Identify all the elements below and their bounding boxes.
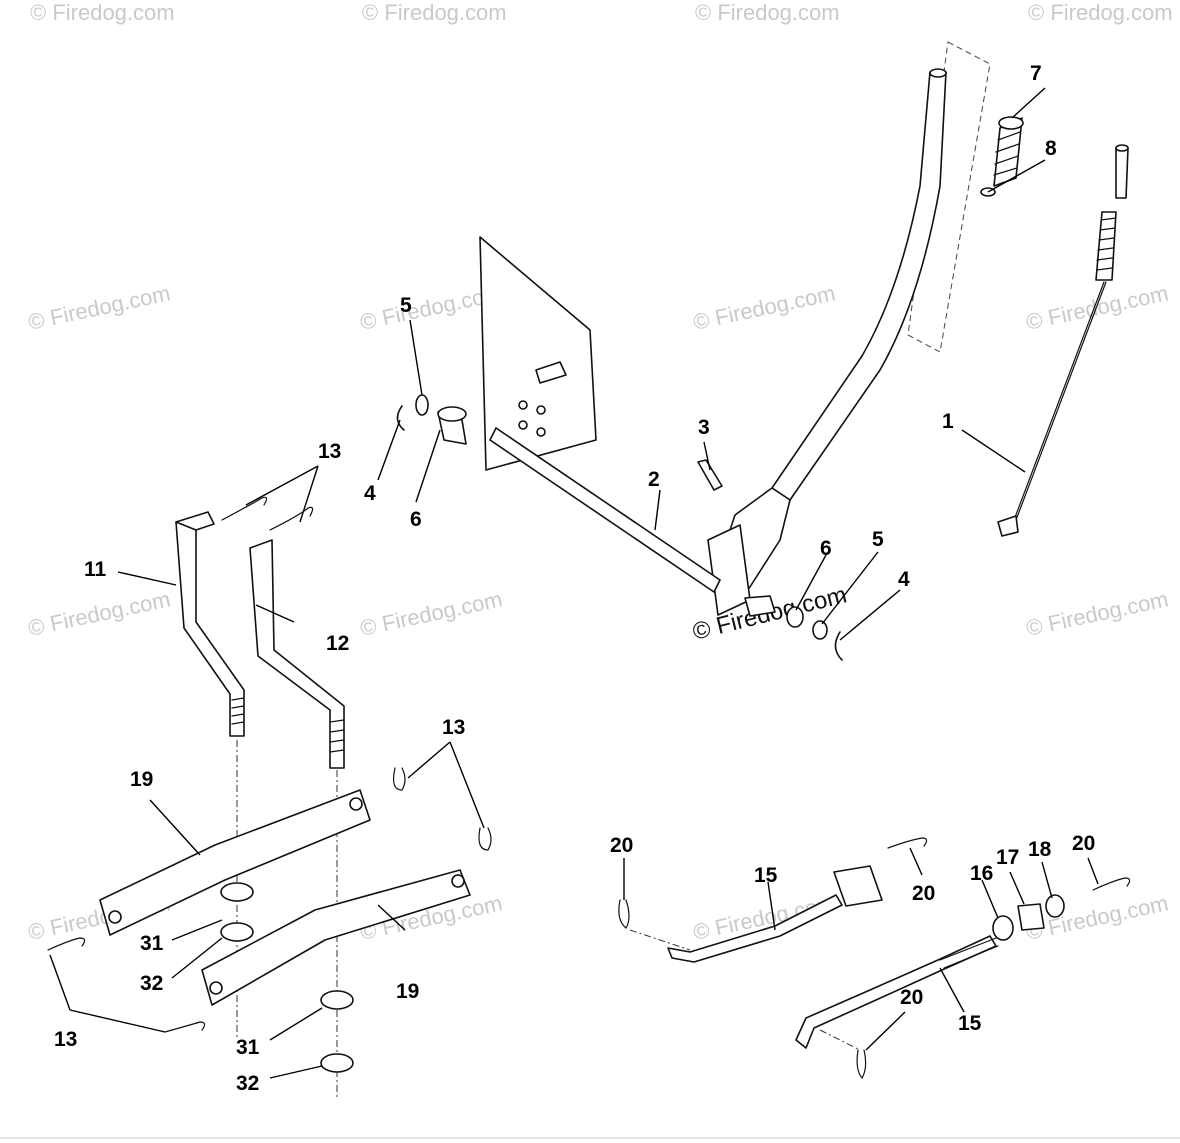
watermark-text: © Firedog.com — [1024, 280, 1171, 335]
bushing-and-nut-parts — [220, 882, 354, 1073]
callout-7: 7 — [1030, 62, 1042, 85]
hairpin-clip-parts — [47, 496, 1131, 1080]
callout-16: 16 — [970, 862, 993, 885]
watermark-text: © Firedog.com — [26, 280, 173, 335]
callout-13: 13 — [442, 716, 465, 739]
callout-32: 32 — [236, 1072, 259, 1095]
callout-4: 4 — [898, 568, 910, 591]
callout-6: 6 — [820, 537, 832, 560]
callout-1: 1 — [942, 410, 954, 433]
callout-numbers: 1 2 3 4 4 5 5 6 6 7 8 11 12 13 13 13 15 … — [54, 62, 1095, 1095]
callout-8: 8 — [1045, 137, 1057, 160]
callout-19: 19 — [396, 980, 419, 1003]
lift-spring-part — [997, 144, 1129, 537]
leader-lines — [49, 87, 1099, 1079]
callout-2: 2 — [648, 468, 660, 491]
adjusting-rod-parts — [667, 865, 999, 1049]
callout-31: 31 — [140, 932, 164, 955]
watermark-text: © Firedog.com — [358, 586, 505, 641]
alignment-line — [629, 929, 691, 951]
callout-20: 20 — [1072, 832, 1095, 855]
watermark-text: © Firedog.com — [691, 280, 838, 335]
callout-11: 11 — [84, 558, 107, 581]
lift-handle-part — [707, 68, 947, 616]
callout-4: 4 — [364, 482, 376, 505]
callout-3: 3 — [698, 416, 710, 439]
alignment-line — [819, 1029, 861, 1051]
callout-5: 5 — [872, 528, 884, 551]
callout-15: 15 — [754, 864, 778, 887]
watermark-text: © Firedog.com — [1028, 0, 1173, 25]
lift-arm-parts — [99, 789, 471, 1006]
callout-20: 20 — [900, 986, 923, 1009]
callout-6: 6 — [410, 508, 422, 531]
callout-19: 19 — [130, 768, 153, 791]
watermark-text: © Firedog.com — [26, 586, 173, 641]
callout-32: 32 — [140, 972, 163, 995]
adjuster-hardware — [992, 894, 1065, 941]
watermark-text: © Firedog.com — [695, 0, 840, 25]
callout-13: 13 — [54, 1028, 77, 1051]
watermark-text: © Firedog.com — [362, 0, 507, 25]
callout-5: 5 — [400, 294, 412, 317]
watermark-text: © Firedog.com — [1024, 890, 1171, 945]
callout-20: 20 — [912, 882, 935, 905]
callout-13: 13 — [318, 440, 341, 463]
callout-17: 17 — [996, 846, 1019, 869]
lift-link-parts — [175, 511, 345, 769]
callout-31: 31 — [236, 1036, 260, 1059]
callout-12: 12 — [326, 632, 349, 655]
shaft-hardware — [396, 394, 843, 661]
watermark-text: © Firedog.com — [30, 0, 175, 25]
handle-grip-part — [980, 116, 1024, 197]
callout-20: 20 — [610, 834, 633, 857]
watermark-text: © Firedog.com — [1024, 586, 1171, 641]
callout-15: 15 — [958, 1012, 982, 1035]
lift-shaft-part — [479, 236, 721, 593]
callout-18: 18 — [1028, 838, 1052, 861]
